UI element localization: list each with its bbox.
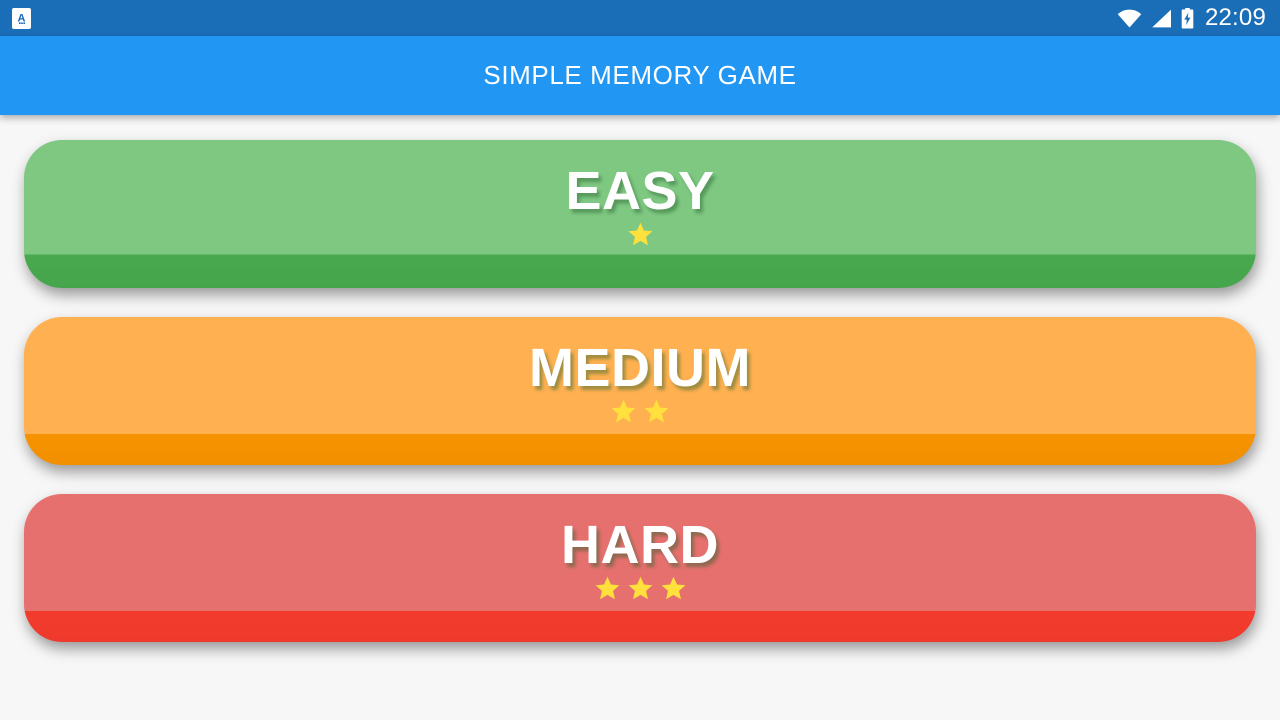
status-bar-system-icons: 22:09 [1117,6,1266,30]
difficulty-button-medium[interactable]: MEDIUM [24,317,1256,465]
difficulty-stars-hard [594,575,687,605]
page-title: SIMPLE MEMORY GAME [483,60,797,90]
difficulty-label-easy: EASY [565,160,715,221]
battery-charging-icon [1181,7,1194,29]
difficulty-button-hard[interactable]: HARD [24,494,1256,642]
star-icon [660,575,687,605]
star-icon [627,221,654,251]
wifi-icon [1117,9,1142,28]
cellular-signal-icon [1151,9,1172,28]
difficulty-button-easy[interactable]: EASY [24,140,1256,288]
star-icon [643,398,670,428]
status-bar-clock: 22:09 [1204,4,1266,31]
difficulty-selection-list: EASY MEDIUM HARD [0,115,1280,642]
status-bar-notifications: A [12,7,1117,29]
difficulty-label-medium: MEDIUM [529,337,751,398]
status-bar: A 22:09 [0,0,1280,36]
difficulty-label-hard: HARD [561,514,719,575]
difficulty-stars-medium [610,398,670,428]
difficulty-stars-easy [627,221,654,251]
star-icon [627,575,654,605]
app-bar: SIMPLE MEMORY GAME [0,36,1280,115]
app-letter-a-icon: A [12,7,31,29]
svg-text:A: A [18,13,26,25]
star-icon [610,398,637,428]
star-icon [594,575,621,605]
